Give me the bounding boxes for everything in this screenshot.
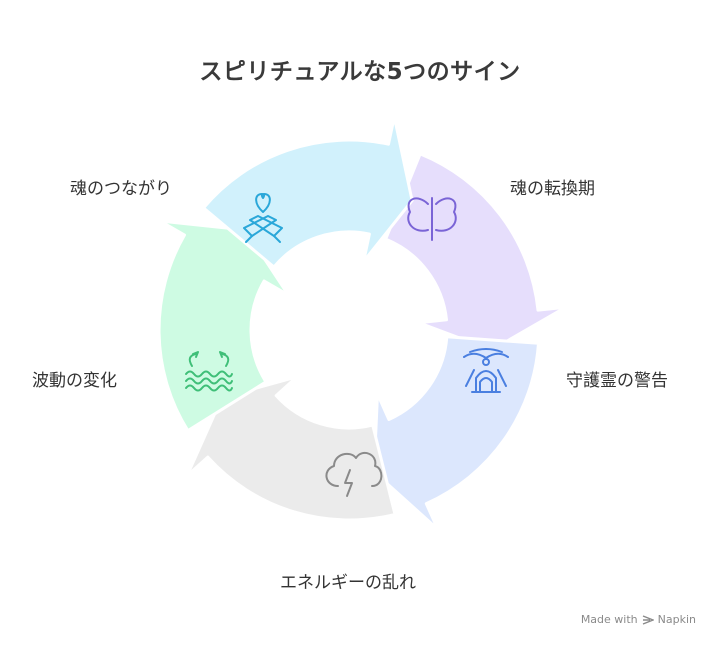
waves-icon [185,351,233,392]
segment-guardian-warning [372,335,540,531]
segment-soul-connection [202,115,414,269]
segment-energy-disturbance [185,375,397,522]
made-with-text: Made with [580,613,638,626]
segment-label-energy-disturbance: エネルギーの乱れ [280,573,416,593]
diagram-title: スピリチュアルな5つのサイン [199,59,521,85]
heart-hands-icon [243,193,283,243]
segment-label-vibration-change: 波動の変化 [32,371,117,391]
segment-label-guardian-warning: 守護霊の警告 [566,371,668,391]
storm-cloud-icon [325,451,383,497]
brand-name: Napkin [657,613,696,626]
segment-label-soul-transition: 魂の転換期 [510,179,595,199]
segment-label-soul-connection: 魂のつながり [70,179,172,199]
footer-attribution: Made with Napkin [581,613,696,626]
segment-soul-transition [384,152,568,352]
angel-icon [463,348,509,393]
napkin-logo-icon [642,614,654,625]
butterfly-icon [407,197,457,241]
